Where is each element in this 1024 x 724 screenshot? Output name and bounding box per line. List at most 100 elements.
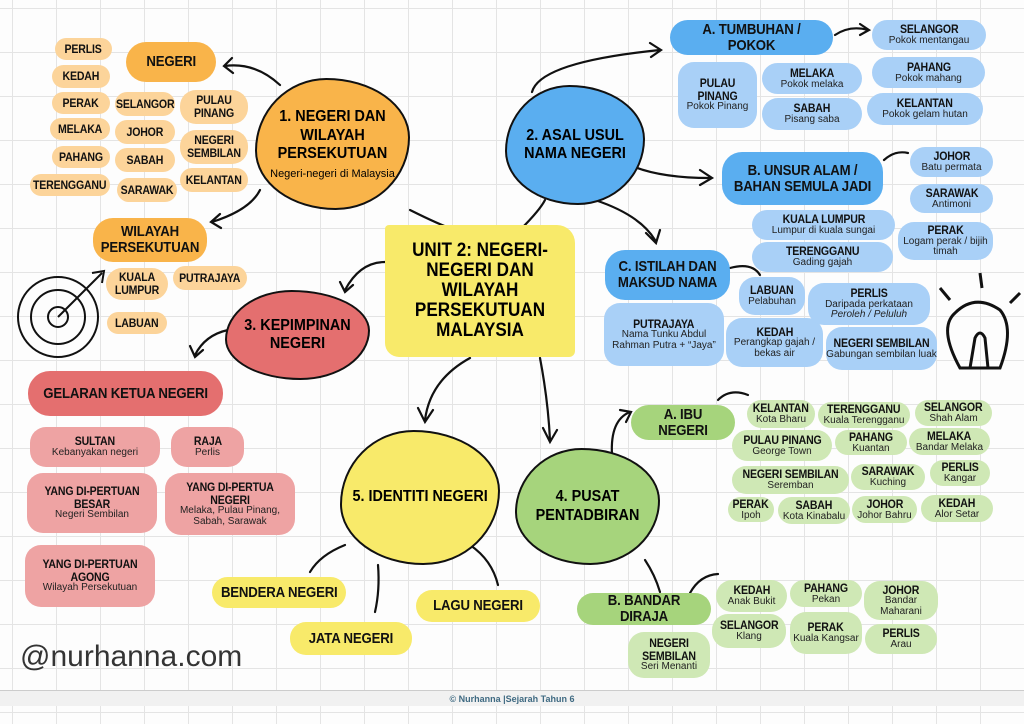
- node-label: KEDAH: [756, 324, 793, 339]
- node-description: Klang: [736, 631, 762, 643]
- node-label: SABAH: [793, 101, 831, 116]
- bandar-diraja-pill: B. BANDAR DIRAJA: [577, 593, 711, 625]
- node-label: 5. IDENTITI NEGERI: [352, 488, 488, 506]
- node-label: PAHANG: [849, 429, 893, 444]
- wilayah-item: KUALA LUMPUR: [106, 268, 168, 300]
- node-label: NEGERI SEMBILAN: [187, 133, 241, 160]
- node-label: PERLIS: [850, 286, 888, 301]
- node-label: SARAWAK: [925, 185, 978, 200]
- node-label: B. BANDAR DIRAJA: [607, 592, 681, 625]
- node-description: Kuala Kangsar: [793, 633, 859, 645]
- node-label: MELAKA: [789, 65, 835, 80]
- negeri-item: SABAH: [115, 148, 175, 172]
- lightbulb-icon: [938, 272, 1022, 370]
- node-label: PUTRAJAYA: [179, 270, 241, 285]
- node-label: SARAWAK: [120, 182, 174, 197]
- identiti-item: LAGU NEGERI: [416, 590, 540, 622]
- node-label: PAHANG: [906, 59, 951, 74]
- node-description: Pokok mahang: [895, 72, 962, 84]
- identiti-item: JATA NEGERI: [290, 622, 412, 655]
- negeri-item: MELAKA: [50, 118, 110, 140]
- node-label: 3. KEPIMPINAN NEGERI: [244, 316, 351, 352]
- node-label: JOHOR: [933, 149, 970, 164]
- node-description: Johor Bahru: [857, 509, 912, 521]
- wilayah-item: PUTRAJAYA: [173, 266, 247, 290]
- node-label: YANG DI-PERTUA NEGERI: [186, 479, 274, 507]
- node-label: MELAKA: [57, 121, 103, 136]
- node-label: SELANGOR: [115, 96, 175, 111]
- node-description: Bandar Maharani: [880, 595, 922, 617]
- node-label: KEDAH: [733, 583, 770, 598]
- node-description: Pekan: [811, 593, 841, 605]
- wilayah-item: LABUAN: [107, 312, 167, 334]
- negeri-item: KELANTAN: [180, 168, 248, 192]
- topic1-subtitle: Negeri-negeri di Malaysia: [270, 167, 395, 180]
- node-label: PERLIS: [64, 41, 103, 56]
- node-label: PULAU PINANG: [697, 76, 738, 103]
- node-label: JATA NEGERI: [308, 629, 394, 647]
- node-label: KELANTAN: [186, 172, 242, 187]
- node-description: Pelabuhan: [748, 296, 796, 308]
- footer: © Nurhanna |Sejarah Tahun 6: [0, 690, 1024, 706]
- node-description: Pokok melaka: [780, 78, 844, 90]
- negeri-item: PULAU PINANG: [180, 90, 248, 124]
- node-label: 4. PUSAT PENTADBIRAN: [535, 488, 640, 524]
- node-description: Pokok Pinang: [686, 101, 749, 113]
- negeri-item: PERAK: [52, 92, 110, 114]
- node-label: PULAU PINANG: [742, 432, 822, 447]
- node-label: BENDERA NEGERI: [220, 583, 338, 601]
- node-label: PERAK: [807, 620, 845, 635]
- node-description: George Town: [752, 445, 812, 457]
- topic1-cloud: 1. NEGERI DAN WILAYAH PERSEKUTUAN Negeri…: [255, 78, 410, 210]
- node-label: TERENGGANU: [785, 244, 860, 259]
- node-label: RAJA: [193, 434, 222, 449]
- node-label: PERLIS: [941, 460, 979, 475]
- node-description: Kuala Terengganu: [823, 415, 905, 427]
- node-description: Alor Setar: [934, 508, 980, 520]
- node-label: A. IBU NEGERI: [658, 405, 708, 439]
- node-label: JOHOR: [882, 582, 920, 597]
- node-label: YANG DI-PERTUAN BESAR: [44, 484, 140, 511]
- node-label: SABAH: [795, 497, 833, 512]
- node-label: LABUAN: [750, 283, 794, 298]
- ibu-negeri-pill: A. IBU NEGERI: [631, 405, 735, 440]
- node-description: Gading gajah: [792, 257, 853, 269]
- node-label: GELARAN KETUA NEGERI: [43, 384, 208, 402]
- negeri-item: NEGERI SEMBILAN: [180, 130, 248, 164]
- negeri-item: SELANGOR: [115, 92, 175, 116]
- topic1-title: 1. NEGERI DAN WILAYAH PERSEKUTUAN: [277, 108, 388, 163]
- node-label: KUALA LUMPUR: [114, 270, 160, 297]
- node-label: LABUAN: [115, 315, 159, 330]
- node-description: Pokok gelam hutan: [882, 109, 968, 121]
- negeri-item: JOHOR: [115, 120, 175, 144]
- node-description: Kota Kinabalu: [782, 510, 846, 522]
- node-label: JOHOR: [126, 124, 164, 139]
- node-description: Kangar: [943, 473, 977, 485]
- node-label: LAGU NEGERI: [433, 597, 523, 615]
- node-label: PERLIS: [882, 626, 920, 641]
- node-description: Pisang saba: [784, 114, 840, 126]
- negeri-item: TERENGGANU: [30, 174, 110, 196]
- node-description: Logam perak / bijih timah: [903, 235, 988, 258]
- tumbuhan-pill: A. TUMBUHAN / POKOK: [670, 20, 833, 55]
- node-label: SELANGOR: [899, 22, 959, 37]
